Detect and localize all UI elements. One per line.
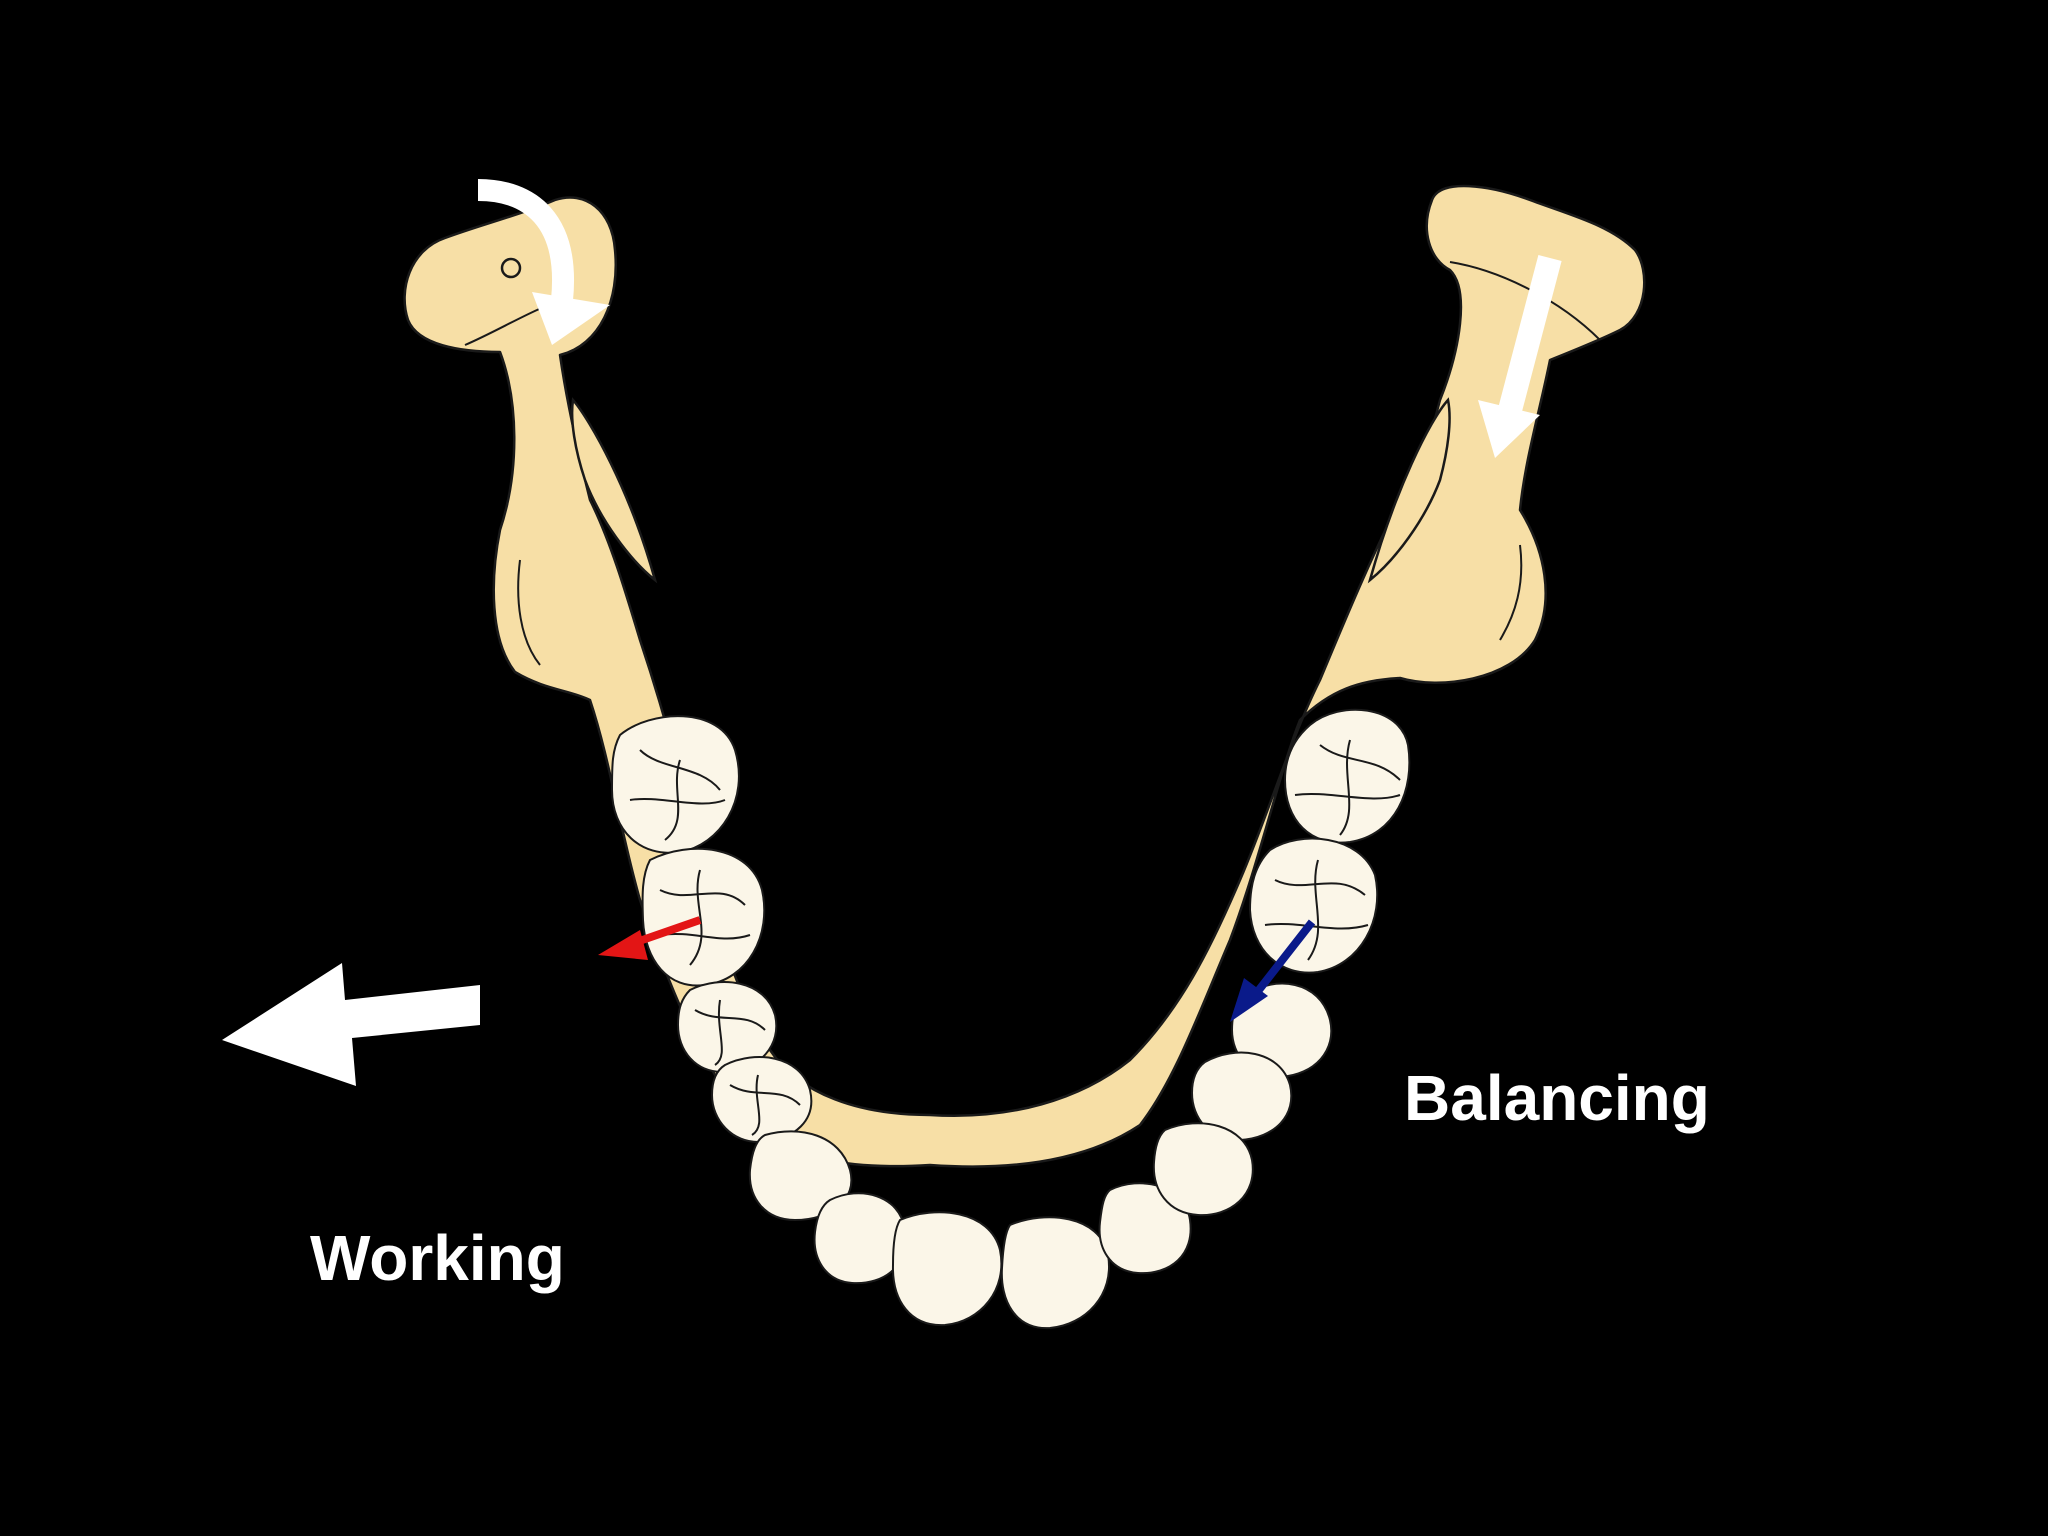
- working-side-label: Working: [310, 1222, 565, 1294]
- condyle-neck-right: [1449, 261, 1601, 341]
- ramus-line-right: [1499, 544, 1523, 641]
- curved-rotation-arrow-icon: [477, 179, 610, 345]
- coronoid-process-left: [570, 397, 658, 584]
- ramus-line-left: [517, 559, 541, 666]
- left-posterior-teeth: [610, 715, 813, 1144]
- left-arrow-icon: [222, 963, 480, 1086]
- coronoid-process-right: [1367, 397, 1451, 584]
- tooth-left-central-incisor: [891, 1211, 1003, 1327]
- red-arrow-icon: [598, 916, 702, 960]
- tooth-right-canine: [1152, 1122, 1254, 1217]
- tooth-left-premolar-2: [710, 1056, 813, 1144]
- balancing-side-label: Balancing: [1404, 1062, 1710, 1134]
- tooth-right-premolar-2: [1190, 1051, 1293, 1142]
- tooth-left-canine: [748, 1130, 853, 1222]
- right-posterior-teeth: [1190, 708, 1411, 1142]
- blue-arrow-icon: [1230, 919, 1316, 1022]
- tooth-right-molar-2: [1248, 837, 1379, 974]
- anterior-teeth: [748, 1122, 1254, 1330]
- tooth-right-central-incisor: [1000, 1216, 1111, 1330]
- tooth-left-molar-2: [641, 847, 766, 987]
- tooth-left-molar-1: [610, 715, 740, 854]
- straight-down-arrow-icon: [1478, 254, 1562, 458]
- tooth-left-lateral-incisor: [813, 1192, 907, 1285]
- mandible-bone: [403, 184, 1646, 1168]
- condyle-marker: [500, 257, 522, 279]
